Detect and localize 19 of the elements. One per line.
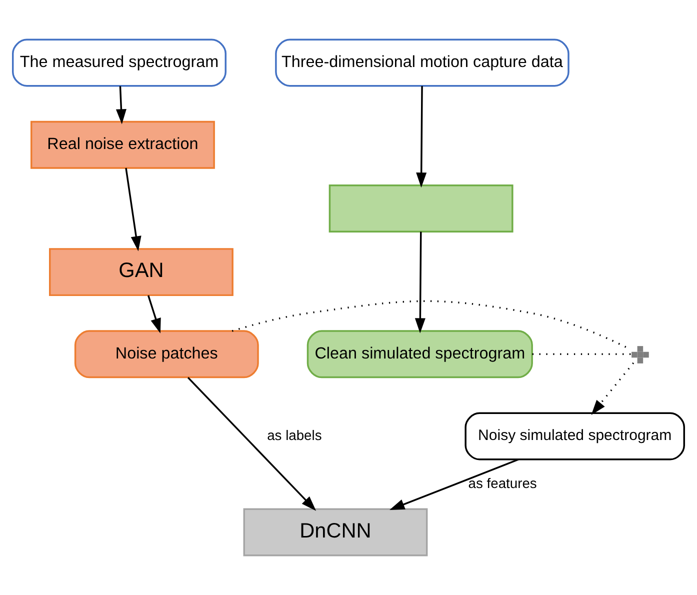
node-box: Real noise extraction xyxy=(30,120,215,169)
arrow xyxy=(414,232,426,334)
node-box: Noise patches xyxy=(74,330,259,378)
edge-label: as labels xyxy=(267,426,322,443)
arrow xyxy=(390,458,519,510)
node-box xyxy=(328,184,514,232)
node-box: Clean simulated spectrogram xyxy=(306,330,533,378)
node-box: DnCNN xyxy=(243,508,428,556)
node-box: The measured spectrogram xyxy=(12,38,226,87)
arrow xyxy=(187,376,316,511)
arrow xyxy=(147,295,161,334)
edge-label: as features xyxy=(468,474,537,491)
arrow xyxy=(591,362,634,415)
arrow xyxy=(125,168,142,252)
arrow xyxy=(116,86,126,124)
node-box: Three-dimensional motion capture data xyxy=(275,38,570,87)
node-box: GAN xyxy=(49,248,234,296)
arrow xyxy=(416,86,427,188)
node-box: Noisy simulated spectrogram xyxy=(464,412,685,460)
